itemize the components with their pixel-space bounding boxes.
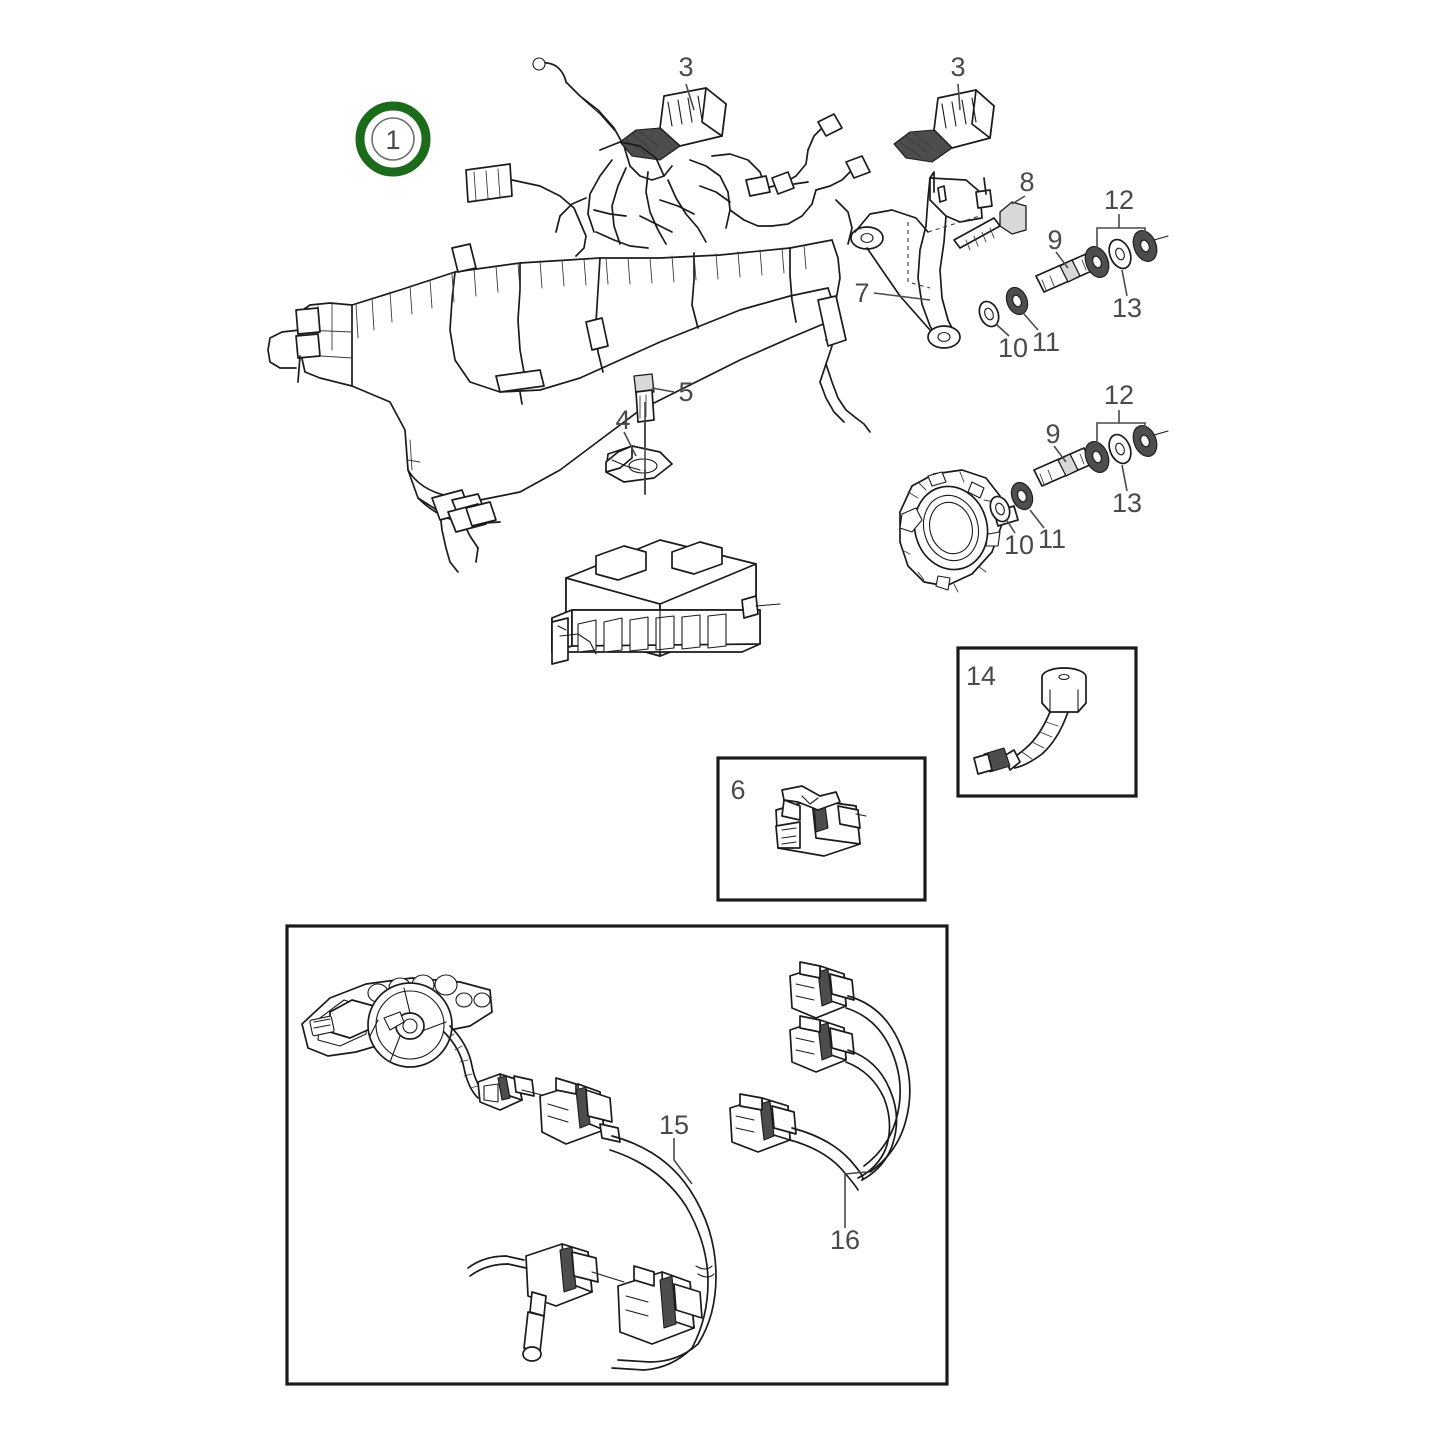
box-14-group [956, 646, 1138, 798]
callout-1-label: 1 [385, 125, 400, 155]
callout-9-upper: 9 [1047, 225, 1062, 255]
leader-lines [623, 83, 1146, 1228]
highlighted-callout-1[interactable]: 1 [355, 101, 431, 177]
callout-12-upper: 12 [1104, 185, 1134, 215]
callout-15: 15 [659, 1110, 689, 1140]
callout-3-top-right: 3 [950, 52, 965, 82]
callout-6: 6 [730, 775, 745, 805]
callout-12-lower: 12 [1104, 380, 1134, 410]
callout-16: 16 [830, 1225, 860, 1255]
callout-11-upper: 11 [1032, 327, 1060, 357]
callout-7: 7 [854, 278, 869, 308]
bracket-assembly-upper [850, 171, 1169, 349]
relay-fuse-module [551, 539, 781, 665]
callout-11-lower: 11 [1038, 524, 1066, 554]
connector-3-standalone [893, 89, 995, 163]
highlight-ring [355, 101, 431, 177]
callout-5: 5 [678, 377, 693, 407]
callout-13-upper: 13 [1112, 293, 1142, 323]
helm-console [301, 974, 493, 1099]
callout-3-top-left: 3 [678, 52, 693, 82]
callout-10-upper: 10 [998, 333, 1028, 363]
box-6-group [716, 756, 927, 902]
callout-14: 14 [966, 661, 996, 691]
clockspring-assembly-lower [899, 425, 1169, 593]
callout-10-lower: 10 [1004, 530, 1034, 560]
box-bottom-group [285, 924, 949, 1386]
callout-1-circle [371, 117, 415, 161]
cable-16 [729, 961, 911, 1191]
callout-9-lower: 9 [1045, 419, 1060, 449]
cable-15 [477, 1073, 717, 1371]
callout-8: 8 [1019, 167, 1034, 197]
callout-4: 4 [615, 405, 630, 435]
callout-13-lower: 13 [1112, 488, 1142, 518]
lower-connector-group [467, 1243, 703, 1362]
callout-labels: 3 3 8 12 9 13 7 10 11 5 4 12 9 13 10 11 … [615, 52, 1142, 1255]
main-wiring-harness [267, 57, 871, 573]
